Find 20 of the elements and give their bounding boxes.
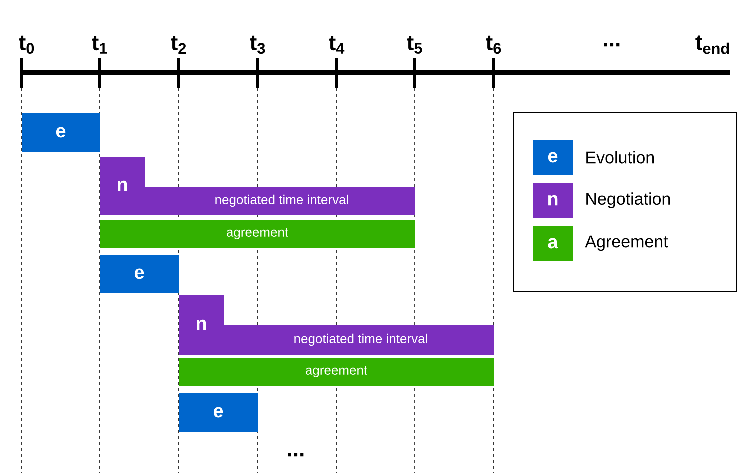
- legend-label: Agreement: [585, 236, 668, 252]
- evolution-bar: e: [22, 113, 100, 152]
- time-label: t$_{3}$: [250, 36, 266, 54]
- negotiation-bar: n negotiated time interval: [100, 157, 415, 215]
- legend-label: Negotiation: [586, 192, 670, 208]
- time-label: t$_{5}$: [407, 36, 422, 54]
- agreement-bar: agreement: [100, 220, 415, 248]
- time-label: t$_{0}$: [19, 36, 34, 54]
- agreement-bar: agreement: [179, 358, 494, 386]
- time-label: t$_{2}$: [171, 36, 186, 54]
- evolution-bar: e: [100, 255, 179, 293]
- negotiation-bar: n negotiated time interval: [179, 295, 494, 355]
- evolution-bar: e: [179, 392, 258, 432]
- ellipsis: ...: [604, 43, 620, 47]
- time-label: t$_{1}$: [92, 36, 108, 54]
- time-label: t$_{4}$: [329, 36, 345, 54]
- time-label: t$_{6}$: [486, 36, 502, 54]
- ellipsis: ...: [288, 453, 304, 457]
- legend-label: Evolution: [586, 151, 654, 164]
- time-label: t$_{end}$: [696, 36, 730, 54]
